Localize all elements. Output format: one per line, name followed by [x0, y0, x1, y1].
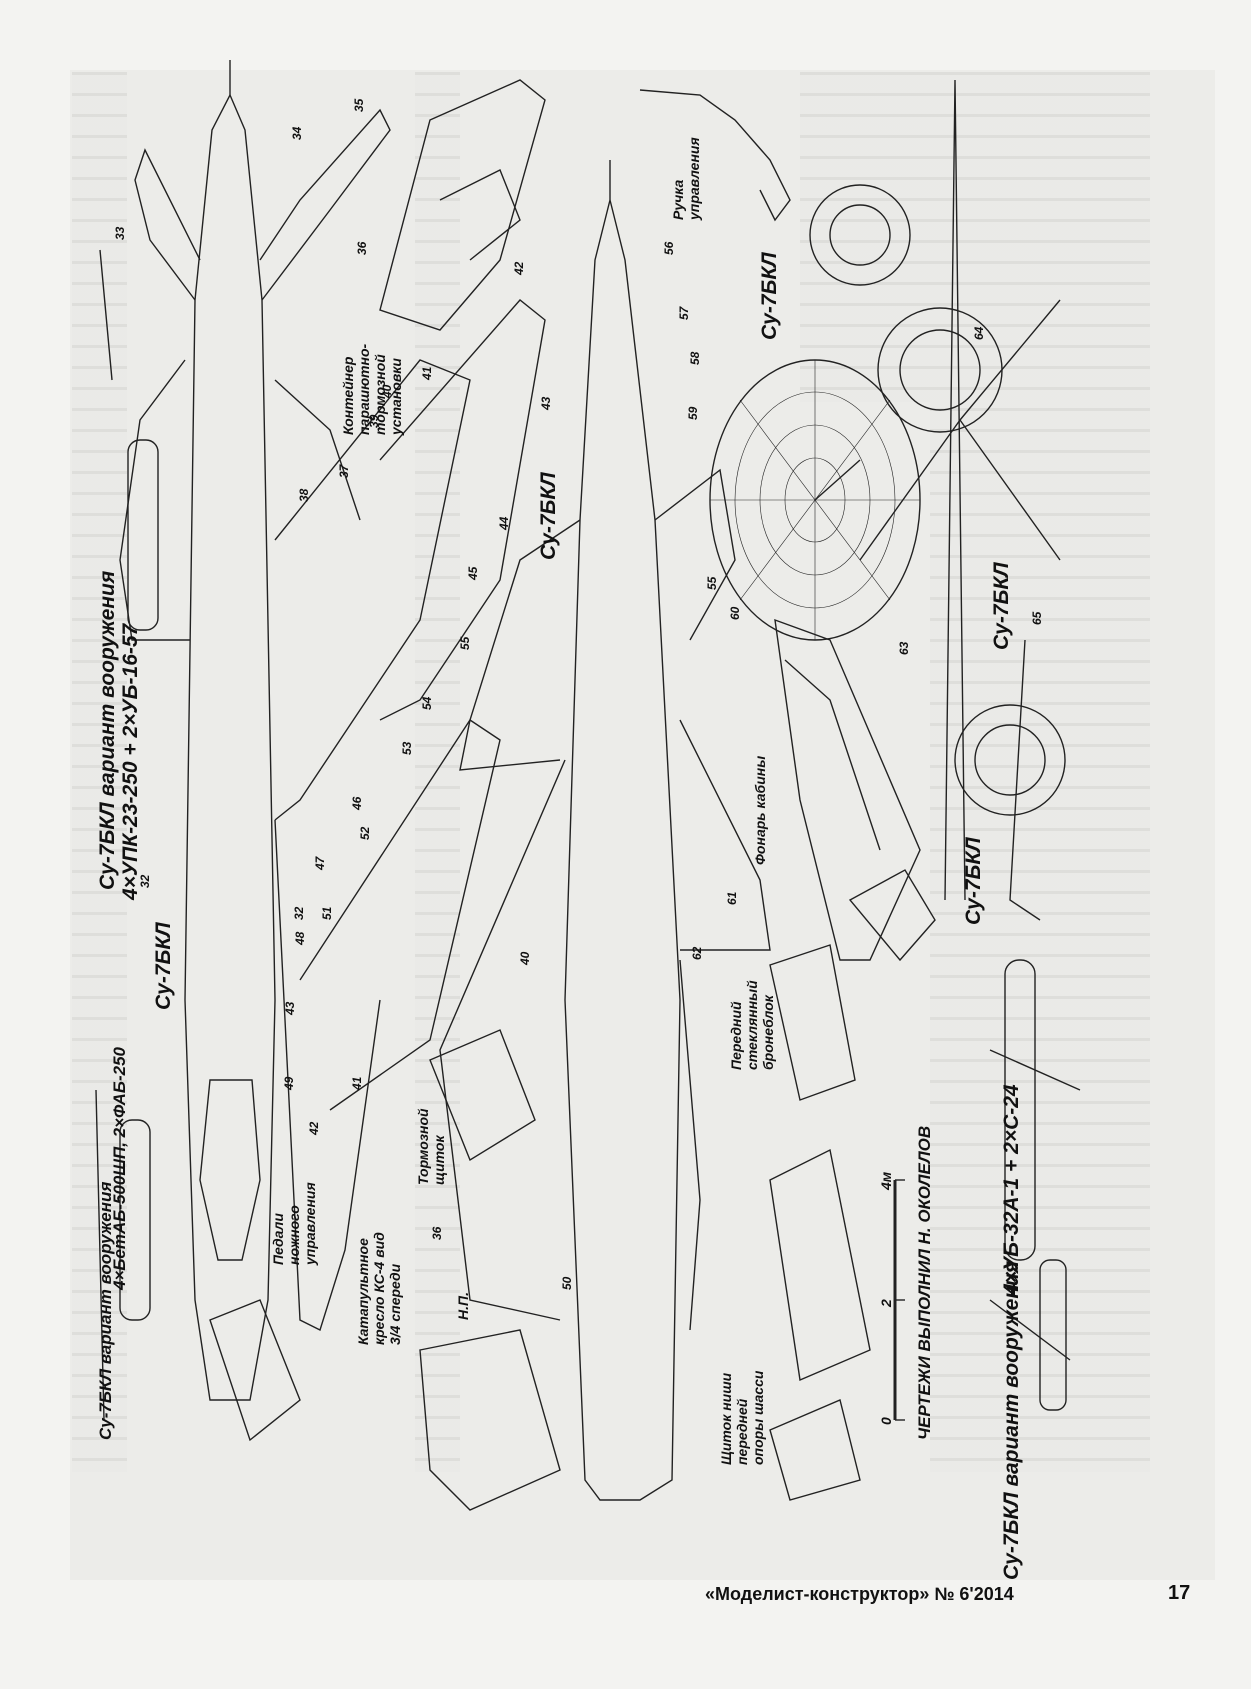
su7-label-center: Су-7БКЛ: [537, 472, 560, 560]
callout-55a: 55: [705, 576, 719, 590]
callout-58: 58: [688, 351, 702, 365]
glass-block-label: Передний стеклянный бронеблок: [728, 980, 776, 1070]
callout-55b: 55: [458, 636, 472, 650]
gear-flap-label: Щиток ниши передней опоры шасси: [718, 1370, 766, 1465]
callout-65: 65: [1030, 611, 1044, 625]
callout-42: 42: [512, 261, 526, 275]
callout-47: 47: [313, 856, 327, 870]
callout-61: 61: [725, 891, 739, 905]
callout-42b: 42: [307, 1121, 321, 1135]
variant-3-loadout: 4×УБ-32А-1 + 2×С-24: [1000, 1084, 1023, 1295]
callout-64: 64: [972, 326, 986, 340]
brake-flap-label: Тормозной щиток: [415, 1108, 447, 1185]
scale-four: 4м: [878, 1171, 894, 1190]
callout-40: 40: [380, 384, 394, 398]
variant-2-loadout: 4×БетАБ-500ШП, 2×ФАБ-250: [110, 1047, 129, 1290]
callout-43b: 43: [283, 1001, 297, 1015]
magazine-footer-title: «Моделист-конструктор» № 6'2014: [705, 1584, 1014, 1604]
callout-43: 43: [539, 396, 553, 410]
variant-3-title: Су-7БКЛ вариант вооружения: [1000, 1260, 1023, 1580]
callout-59: 59: [686, 406, 700, 420]
seat-label: Катапультное кресло КС-4 вид 3/4 спереди: [355, 1232, 403, 1345]
callout-44: 44: [497, 516, 511, 530]
stick-label: Ручка управления: [670, 137, 702, 220]
pedals-label: Педали ножного управления: [270, 1182, 318, 1265]
callout-40b: 40: [518, 951, 532, 965]
text-column-right-lower: [930, 72, 1150, 1472]
canopy-label: Фонарь кабины: [752, 755, 768, 865]
callout-48: 48: [293, 931, 307, 945]
callout-56: 56: [662, 241, 676, 255]
callout-51: 51: [320, 906, 334, 920]
text-column-right: [800, 72, 930, 402]
text-column-center: [415, 72, 460, 1472]
su7-label-top: Су-7БКЛ: [152, 922, 175, 1010]
su7-label-lower-right: Су-7БКЛ: [962, 837, 985, 925]
callout-34: 34: [290, 126, 304, 140]
np-label: Н.П.: [455, 1292, 471, 1320]
su7-label-upper-right: Су-7БКЛ: [758, 252, 781, 340]
callout-41b: 41: [350, 1076, 364, 1090]
callout-46: 46: [350, 796, 364, 810]
callout-39: 39: [367, 414, 381, 428]
callout-60: 60: [728, 606, 742, 620]
su7-label-mid-right: Су-7БКЛ: [990, 562, 1013, 650]
callout-49: 49: [282, 1076, 296, 1090]
page-number: 17: [1168, 1582, 1191, 1604]
scale-two: 2: [878, 1299, 894, 1307]
callout-52: 52: [358, 826, 372, 840]
callout-36: 36: [355, 241, 369, 255]
callout-36b: 36: [430, 1226, 444, 1240]
callout-62: 62: [690, 946, 704, 960]
callout-54: 54: [420, 696, 434, 710]
scale-zero: 0: [878, 1417, 894, 1425]
callout-32b: 32: [292, 906, 306, 920]
callout-38: 38: [297, 488, 311, 502]
callout-37: 37: [337, 464, 351, 478]
callout-32a: 32: [138, 874, 152, 888]
callout-45: 45: [466, 566, 480, 580]
callout-35: 35: [352, 98, 366, 112]
callout-57: 57: [677, 306, 691, 320]
callout-50: 50: [560, 1276, 574, 1290]
callout-63: 63: [897, 641, 911, 655]
callout-41: 41: [420, 366, 434, 380]
callout-53: 53: [400, 741, 414, 755]
variant-1-loadout: 4×УПК-23-250 + 2×УБ-16-57: [119, 623, 142, 900]
callout-33: 33: [113, 226, 127, 240]
author-credit: ЧЕРТЕЖИ ВЫПОЛНИЛ Н. ОКОЛЕЛОВ: [915, 1125, 934, 1440]
variant-1-title: Су-7БКЛ вариант вооружения: [96, 570, 119, 890]
